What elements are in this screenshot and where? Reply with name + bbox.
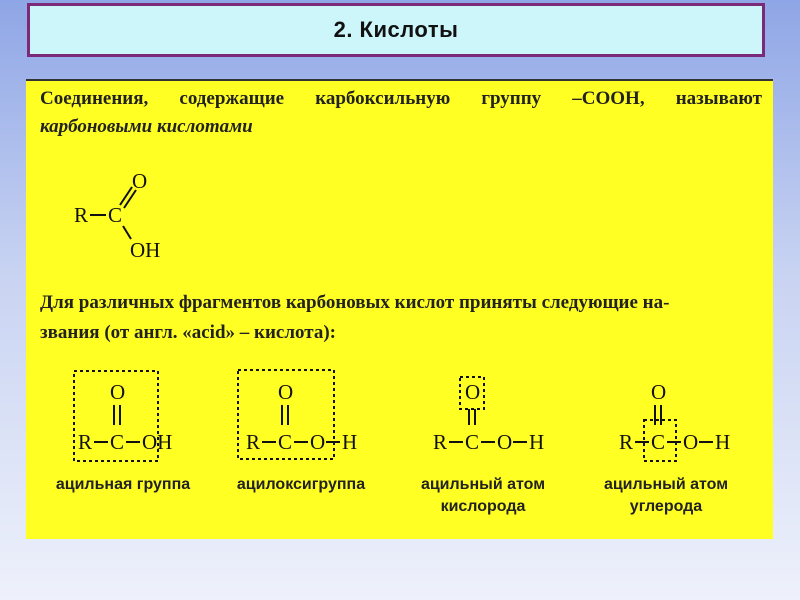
intro-line-1: Соединения, содержащие карбоксильную гру… <box>40 85 762 113</box>
caption-line-2: кислорода <box>440 498 526 515</box>
caption-text: ацильная группа <box>55 476 191 493</box>
atom-c: C <box>465 430 479 454</box>
intro-word: группу <box>481 88 542 109</box>
atom-o: O <box>465 380 480 404</box>
slide-content: Соединения, содержащие карбоксильную гру… <box>26 79 773 539</box>
atom-h: H <box>342 430 357 454</box>
caption-line-2: углерода <box>629 498 703 515</box>
bond-c-oh <box>122 225 132 240</box>
dashed-box <box>73 370 159 462</box>
fragment-acyloxy-group: O R C O H <box>237 369 357 460</box>
atom-o: O <box>110 380 125 404</box>
atom-r: R <box>74 203 88 227</box>
intro-paragraph: Соединения, содержащие карбоксильную гру… <box>40 85 762 141</box>
fragments-paragraph: Для различных фрагментов карбоновых кисл… <box>40 288 762 348</box>
title-bar: 2. Кислоты <box>27 3 765 57</box>
fragments-line-2: звания (от англ. «acid» – кислота): <box>40 322 336 343</box>
atom-h: H <box>529 430 544 454</box>
atom-o: O <box>497 430 512 454</box>
atom-o: O <box>683 430 698 454</box>
atom-r: R <box>78 430 92 454</box>
intro-word: содержащие <box>179 88 285 109</box>
atom-o: O <box>278 380 293 404</box>
intro-word: карбоксильную <box>315 88 451 109</box>
intro-word: Соединения, <box>40 88 149 109</box>
atom-c: C <box>110 430 124 454</box>
caption-line-1: ацильный атом <box>420 476 546 493</box>
intro-word: называют <box>675 88 762 109</box>
caption-text: ацилоксигруппа <box>236 476 366 493</box>
atom-o: O <box>651 380 666 404</box>
caption-acyl-carbon: ацильный атом углерода <box>596 474 736 518</box>
atom-h: H <box>715 430 730 454</box>
atom-oh: OH <box>130 238 160 262</box>
atom-c: C <box>651 430 665 454</box>
fragments-line-1: Для различных фрагментов карбоновых кисл… <box>40 292 670 313</box>
atom-r: R <box>433 430 447 454</box>
dashed-box <box>459 376 485 410</box>
caption-acyl-oxygen: ацильный атом кислорода <box>413 474 553 518</box>
atom-oh: OH <box>142 430 172 454</box>
atom-r: R <box>246 430 260 454</box>
double-bond-2 <box>123 189 137 209</box>
atom-o: O <box>310 430 325 454</box>
fragment-acyl-group: O R C OH <box>73 370 172 462</box>
atom-c: C <box>278 430 292 454</box>
fragment-acyl-oxygen: O R C O H <box>433 376 544 454</box>
caption-acyloxy-group: ацилоксигруппа <box>226 474 376 496</box>
atom-c: C <box>108 203 122 227</box>
atom-r: R <box>619 430 633 454</box>
fragment-structures: O R C OH O R C O H O <box>73 369 730 462</box>
caption-line-1: ацильный атом <box>603 476 729 493</box>
double-bond-1 <box>119 186 133 206</box>
caption-acyl-group: ацильная группа <box>48 474 198 496</box>
dashed-box <box>237 369 335 460</box>
carboxyl-structure: R C O OH <box>74 169 160 262</box>
slide-title: 2. Кислоты <box>333 17 459 42</box>
atom-o: O <box>132 169 147 193</box>
intro-term: карбоновыми кислотами <box>40 116 253 137</box>
fragment-acyl-carbon: O R C O H <box>619 380 730 462</box>
intro-word: –COOH, <box>572 88 645 109</box>
